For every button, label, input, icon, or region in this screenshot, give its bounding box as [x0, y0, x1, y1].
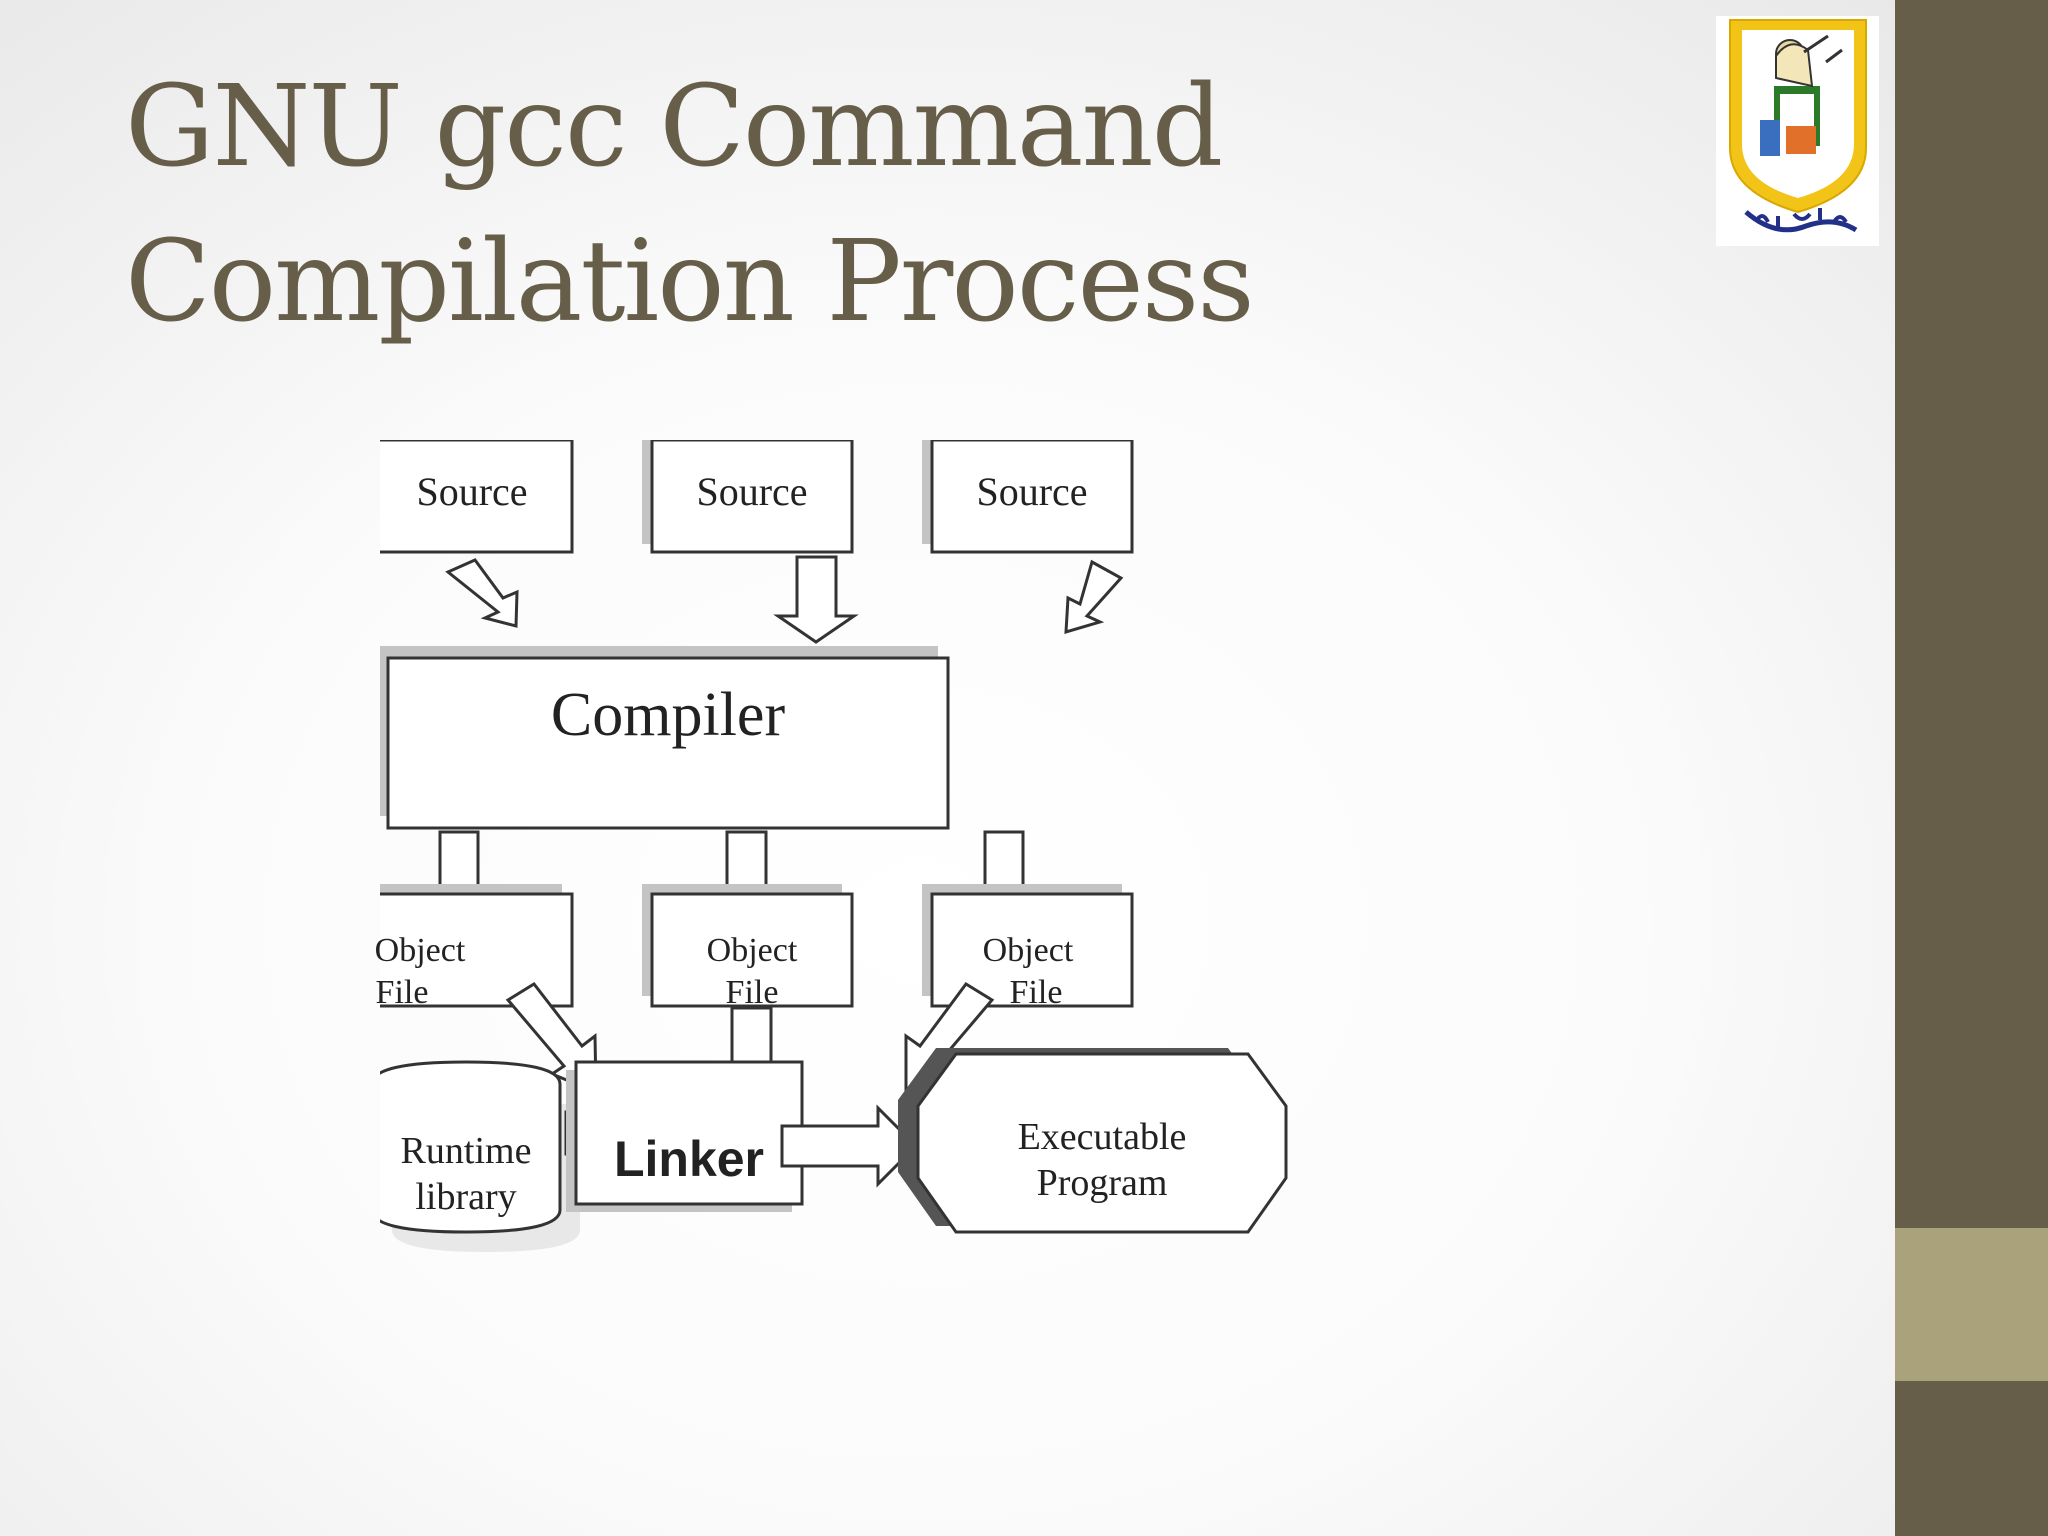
object-label-3-line2: File	[1009, 974, 1063, 1011]
source-label-1: Source	[416, 469, 528, 514]
object-box-1	[380, 884, 574, 1008]
executable-label-line1: Executable	[1017, 1116, 1187, 1158]
runtime-label-line2: library	[415, 1176, 517, 1218]
source-box-3	[922, 440, 1134, 554]
object-label-2: Object File	[652, 930, 852, 1014]
compilation-diagram: Source Source Source Compiler Object Fil…	[375, 440, 1420, 1260]
source-box-1	[380, 440, 574, 554]
slide-title: GNU gcc Command Compilation Process	[125, 50, 1255, 360]
object-box-2	[642, 884, 854, 1008]
object-box-3	[922, 884, 1134, 1008]
source-label-3: Source	[976, 469, 1088, 514]
linker-label: Linker	[613, 1131, 765, 1187]
title-line-2: Compilation Process	[125, 217, 1255, 347]
object-label-3-line1: Object	[982, 932, 1074, 969]
runtime-library-cylinder	[380, 1060, 580, 1252]
arrow-source1-to-compiler	[445, 558, 519, 628]
compiler-box	[380, 646, 950, 830]
object-label-2-line1: Object	[706, 932, 798, 969]
arrow-linker-to-executable	[780, 1104, 919, 1188]
title-line-1: GNU gcc Command	[125, 62, 1223, 192]
executable-label-line2: Program	[1036, 1162, 1168, 1204]
executable-program-shape	[898, 1048, 1288, 1234]
object-label-2-line2: File	[725, 974, 779, 1011]
object-label-1-line2: File	[375, 974, 429, 1011]
runtime-label-line1: Runtime	[400, 1130, 532, 1172]
compiler-label: Compiler	[550, 681, 786, 749]
source-label-2: Source	[696, 469, 808, 514]
source-box-2	[642, 440, 854, 554]
diagram-shapes	[380, 440, 1288, 1252]
runtime-library-label: Runtime library	[360, 1128, 572, 1220]
executable-program-label: Executable Program	[918, 1114, 1286, 1206]
arrow-source3-to-compiler	[1064, 559, 1124, 635]
arrow-source2-to-compiler	[773, 555, 859, 644]
sidebar-accent-block	[1895, 1228, 2048, 1381]
linker-box	[566, 1060, 804, 1212]
object-label-1-line1: Object	[374, 932, 466, 969]
cairo-university-logo-icon	[1716, 16, 1879, 246]
object-label-1: Object File	[320, 930, 520, 1014]
object-label-3: Object File	[928, 930, 1128, 1014]
